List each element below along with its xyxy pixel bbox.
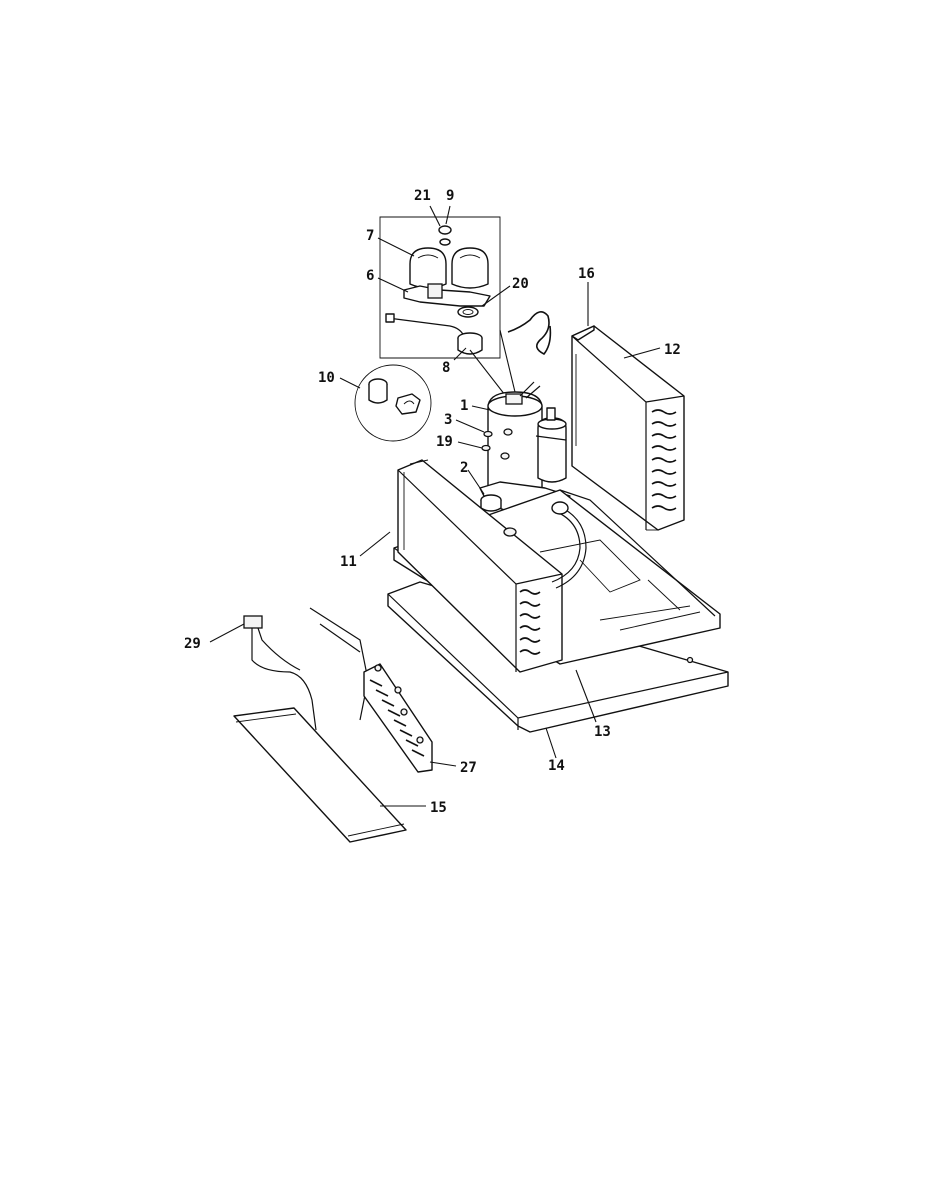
callout-3: 3 <box>444 412 452 428</box>
part-21-washer <box>439 238 451 246</box>
part-12-condenser <box>571 325 685 531</box>
part-11-evaporator <box>397 459 587 673</box>
callout-20: 20 <box>512 276 529 292</box>
terminal-assembly-inset <box>379 216 516 396</box>
part-3-washer <box>483 430 493 438</box>
callout-11: 11 <box>340 554 357 570</box>
tube-spring <box>507 311 552 356</box>
callout-10: 10 <box>318 370 335 386</box>
callout-6: 6 <box>366 268 374 284</box>
part-6-clip <box>427 283 443 299</box>
part-6-plate <box>403 285 491 307</box>
part-2-grommet <box>480 494 502 512</box>
callout-15: 15 <box>430 800 447 816</box>
callout-29: 29 <box>184 636 201 652</box>
part-27-heater-assembly <box>309 607 433 773</box>
callout-12: 12 <box>664 342 681 358</box>
callout-9: 9 <box>446 188 454 204</box>
callout-27: 27 <box>460 760 477 776</box>
callout-14: 14 <box>548 758 565 774</box>
callout-19: 19 <box>436 434 453 450</box>
leader-lines <box>209 205 661 807</box>
callout-8: 8 <box>442 360 450 376</box>
part-1-compressor <box>479 381 571 513</box>
callout-2: 2 <box>460 460 468 476</box>
part-20-gasket <box>457 306 479 318</box>
part-10-detail <box>354 364 432 442</box>
part-15-insulation <box>233 707 407 843</box>
callout-1: 1 <box>460 398 468 414</box>
callout-21: 21 <box>414 188 431 204</box>
callout-labels: 21 9 7 6 20 16 12 8 10 1 3 19 2 11 29 27… <box>184 188 681 816</box>
part-29-wire-harness <box>243 615 317 731</box>
callout-7: 7 <box>366 228 374 244</box>
callout-16: 16 <box>578 266 595 282</box>
callout-13: 13 <box>594 724 611 740</box>
part-7-terminal-cover <box>409 247 489 289</box>
part-9-nut <box>438 225 452 235</box>
part-19-washer <box>481 444 491 452</box>
